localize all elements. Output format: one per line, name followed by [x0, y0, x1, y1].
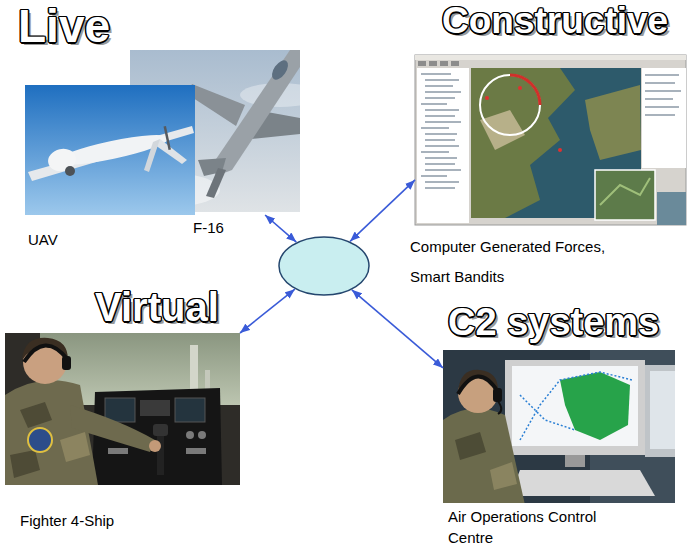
photo-caption: Fighter 4-Ship	[20, 512, 114, 529]
photo-caption: Air Operations Control Centre	[448, 506, 623, 548]
section-heading: Constructive	[442, 2, 668, 41]
photo-caption: UAV	[28, 231, 58, 248]
section-heading: C2 systems	[448, 303, 659, 343]
section-heading: Virtual	[95, 286, 219, 328]
double-arrow	[352, 290, 443, 368]
double-arrow	[350, 180, 415, 241]
photo-panel: C2 systemsAir Operations Control Centre	[443, 350, 675, 505]
section-heading: Live	[18, 2, 110, 50]
photo-caption: Computer Generated Forces, Smart Bandits	[410, 232, 625, 292]
double-arrow	[240, 289, 295, 333]
double-arrow	[265, 215, 296, 242]
hub-shape	[279, 237, 369, 295]
control-centre-photo	[443, 350, 675, 503]
photo-panel: VirtualFighter 4-Ship	[5, 333, 240, 485]
photo-panel: LiveUAVF-16	[25, 50, 300, 215]
uav-photo	[25, 85, 195, 215]
photo-panel: ConstructiveComputer Generated Forces, S…	[415, 55, 686, 225]
ellipse-outline	[278, 236, 370, 296]
photo-caption: F-16	[193, 219, 224, 236]
simulation-screenshot	[415, 55, 686, 225]
hub-ellipse	[278, 236, 370, 296]
simulator-photo	[5, 333, 240, 485]
